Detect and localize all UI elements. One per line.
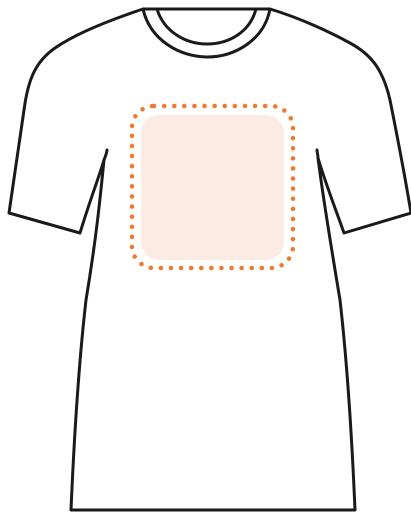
print-area-fill [141, 115, 284, 260]
right-sleeve-seam [317, 150, 318, 158]
